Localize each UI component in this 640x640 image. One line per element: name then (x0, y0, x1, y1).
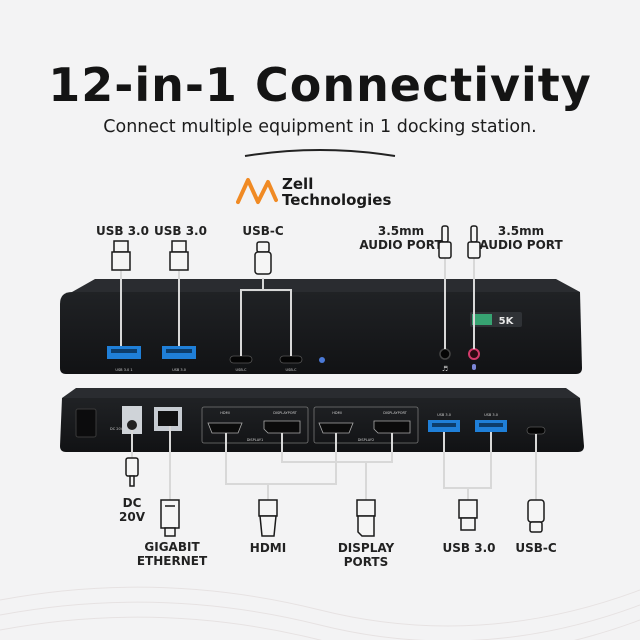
front-usbc-port-2-label: USB-C (286, 368, 297, 372)
dock-front: 5K USB 3.0 1 USB 3.0 USB-C USB-C ♬ (60, 279, 582, 374)
label-display-ports-line2: PORTS (343, 555, 389, 569)
label-audio-2: 3.5mm AUDIO PORT (478, 224, 564, 252)
label-front-usb2: USB 3.0 (154, 224, 207, 238)
dock-back: DC 20V HDMI DISPLAYPORT DISPLAY1 HDMI DI… (60, 388, 584, 452)
mic-jack (468, 348, 480, 370)
display2-hdmi-label: HDMI (332, 411, 341, 415)
display1-label: DISPLAY1 (247, 438, 264, 442)
hdmi-plug-icon (258, 499, 278, 537)
label-back-usbc: USB-C (515, 541, 557, 555)
brand-name: Zell Technologies (282, 176, 391, 208)
back-usb-port-2: USB 3.0 (475, 413, 507, 432)
front-connector-lines (120, 258, 475, 356)
back-connector-lines (131, 426, 537, 500)
audio-plug-icon (438, 225, 452, 259)
hdmi-port-2 (318, 422, 354, 434)
usb-c-plug-icon (254, 241, 272, 275)
dc-jack-label: DC 20V (110, 427, 124, 431)
brand-logo-icon (236, 178, 278, 204)
label-hdmi: HDMI (249, 541, 287, 555)
ethernet-plug-icon (160, 499, 180, 537)
usb-a-plug-icon (169, 240, 189, 271)
back-connector-icons (125, 457, 545, 537)
dc-plug-icon (125, 457, 139, 487)
label-front-usb1: USB 3.0 (96, 224, 149, 238)
displayport-2 (373, 420, 411, 434)
dc-jack: DC 20V (110, 406, 142, 434)
hdmi-port-1 (207, 422, 243, 434)
front-usb-port-1-label: USB 3.0 1 (115, 368, 132, 372)
label-ethernet-line1: GIGABIT (144, 540, 200, 554)
display2-label: DISPLAY2 (358, 438, 375, 442)
back-usb-port-2-label: USB 3.0 (484, 413, 498, 417)
label-dc: DC 20V (112, 496, 152, 524)
brand-line2: Technologies (282, 191, 392, 209)
displayport-plug-icon (356, 499, 376, 537)
badge-5k-text: 5K (499, 316, 515, 327)
label-display-ports: DISPLAY PORTS (334, 541, 398, 569)
display1-dp-label: DISPLAYPORT (273, 411, 297, 415)
page-title: 12-in-1 Connectivity (48, 58, 592, 112)
label-audio-2-line2: AUDIO PORT (479, 238, 563, 252)
back-usb-port-1-label: USB 3.0 (437, 413, 451, 417)
front-usb-port-1: USB 3.0 1 (107, 346, 141, 372)
label-audio-1-line2: AUDIO PORT (359, 238, 443, 252)
back-usbc-port (526, 426, 546, 435)
svg-text:♬: ♬ (442, 365, 448, 373)
label-ethernet-line2: ETHERNET (136, 554, 208, 568)
displayport-1 (263, 420, 301, 434)
audio-plug-icon (467, 225, 481, 259)
front-usb-port-2-label: USB 3.0 (172, 368, 186, 372)
front-usb-port-2: USB 3.0 (162, 346, 196, 372)
back-usb-port-1: USB 3.0 (428, 413, 460, 432)
power-led-icon (319, 357, 325, 363)
swoosh-divider (244, 149, 396, 157)
badge-5k: 5K (470, 312, 522, 327)
ethernet-port (154, 407, 182, 431)
label-dc-line1: DC (122, 496, 142, 510)
label-audio-2-line1: 3.5mm (497, 224, 545, 238)
page-subtitle: Connect multiple equipment in 1 docking … (103, 117, 537, 137)
label-ethernet: GIGABIT ETHERNET (135, 540, 209, 568)
label-front-usbc: USB-C (242, 224, 284, 238)
power-switch (75, 408, 97, 438)
usb-c-plug-icon (527, 499, 545, 533)
label-audio-1: 3.5mm AUDIO PORT (358, 224, 444, 252)
label-audio-1-line1: 3.5mm (377, 224, 425, 238)
display1-hdmi-label: HDMI (220, 411, 229, 415)
front-connector-icons (111, 225, 481, 275)
front-usbc-port-1-label: USB-C (236, 368, 247, 372)
brand-line1: Zell (282, 175, 314, 193)
display2-dp-label: DISPLAYPORT (383, 411, 407, 415)
usb-a-plug-icon (111, 240, 131, 271)
label-back-usb: USB 3.0 (442, 541, 496, 555)
background-waves (0, 586, 640, 640)
label-display-ports-line1: DISPLAY (337, 541, 395, 555)
label-dc-line2: 20V (119, 510, 145, 524)
usb-a-plug-icon (458, 499, 478, 531)
